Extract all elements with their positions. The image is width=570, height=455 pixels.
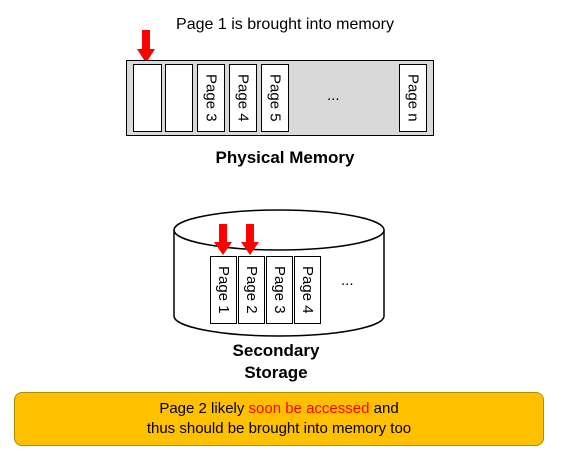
note-text-part1: Page 2 likely: [159, 400, 249, 417]
memory-slot-page-5: Page 5: [261, 64, 289, 132]
storage-page-2-arrow-icon: [241, 224, 259, 255]
memory-slot-2: [165, 64, 193, 132]
note-box: Page 2 likely soon be accessed and thus …: [14, 392, 544, 446]
storage-page-1-arrow-icon: [214, 224, 232, 255]
top-caption: Page 1 is brought into memory: [176, 16, 394, 33]
storage-page-1: Page 1: [210, 256, 237, 324]
memory-arrow-icon: [137, 30, 155, 63]
memory-slot-page-4: Page 4: [229, 64, 257, 132]
note-highlight: soon be accessed: [248, 400, 370, 417]
storage-page-2: Page 2: [238, 256, 265, 324]
note-line-1: Page 2 likely soon be accessed and: [159, 399, 398, 419]
secondary-storage-label-line1: Secondary: [232, 341, 320, 360]
secondary-storage-label-line2: Storage: [244, 363, 308, 382]
memory-slot-1: [133, 64, 162, 132]
note-line-2: thus should be brought into memory too: [146, 420, 412, 437]
physical-memory-label: Physical Memory: [215, 148, 355, 167]
memory-slot-page-3: Page 3: [197, 64, 225, 132]
note-text-part2: and: [369, 400, 399, 417]
secondary-storage-label: Secondary Storage: [0, 340, 552, 384]
memory-ellipsis: ...: [327, 87, 340, 104]
physical-memory-bar: Page 3 Page 4 Page 5 ... Page n: [126, 60, 434, 136]
storage-ellipsis: ...: [341, 272, 354, 289]
memory-slot-page-n: Page n: [399, 64, 427, 132]
storage-page-3: Page 3: [266, 256, 293, 324]
storage-page-4: Page 4: [294, 256, 321, 324]
